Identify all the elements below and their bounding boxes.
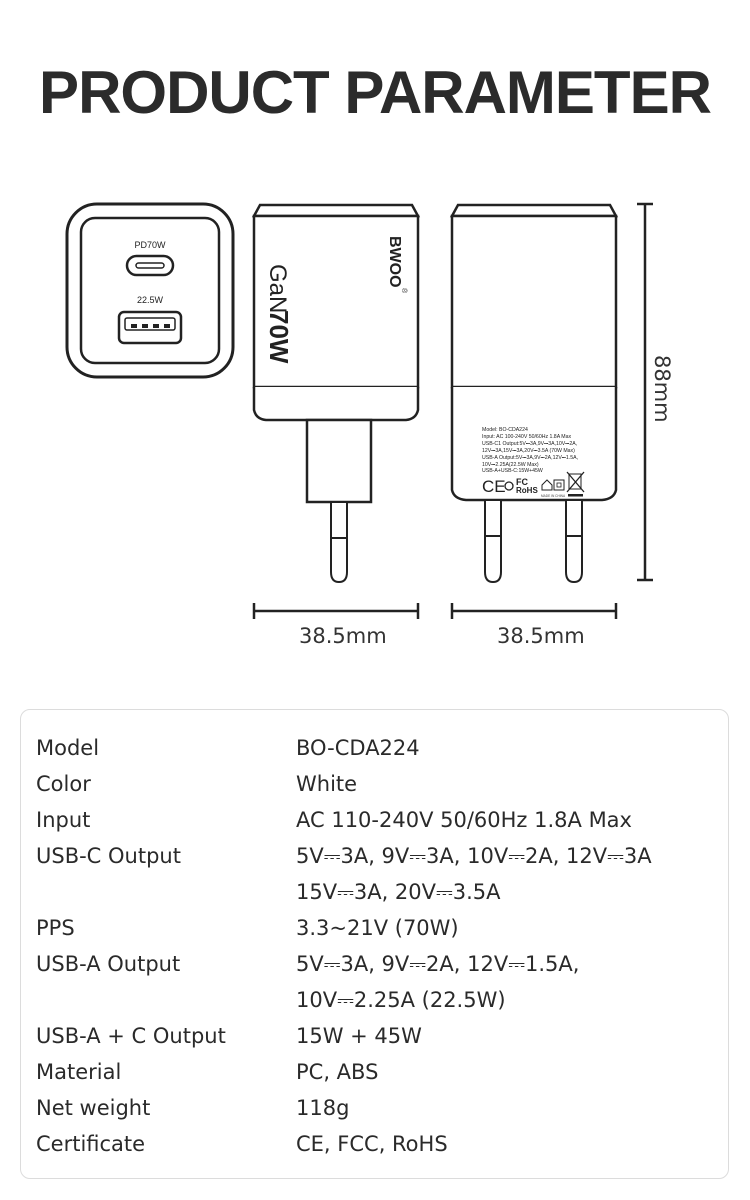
gan-text: GaN <box>264 264 291 313</box>
spec-value: 15W + 45W <box>296 1018 422 1054</box>
weee-bin-icon <box>566 471 585 497</box>
spec-label: Color <box>36 772 91 796</box>
spec-label: Material <box>36 1060 122 1084</box>
indoor-use-icon <box>541 479 553 491</box>
usb-c-port-icon <box>125 254 175 277</box>
spec-value-line: 5V⎓3A, 9V⎓2A, 12V⎓1.5A, <box>296 952 580 976</box>
spec-value-line: 10V⎓2.25A (22.5W) <box>296 988 506 1012</box>
width-dimension-label: 38.5mm <box>299 624 387 648</box>
product-diagram: PD70W 22.5W BWOO ® GaN 70W Mode <box>65 202 653 619</box>
spec-value-line: 15V⎓3A, 20V⎓3.5A <box>296 880 501 904</box>
spec-label: Net weight <box>36 1096 151 1120</box>
made-in-label: MADE IN CHINA <box>541 494 566 498</box>
registered-mark: ® <box>400 288 408 294</box>
double-insulation-icon <box>553 479 565 491</box>
fc-mark-icon: FC <box>516 477 528 487</box>
label-line: USB-A Output:5V⎓3A,9V⎓2A,12V⎓1.5A, <box>482 455 578 461</box>
label-line: 10V⎓2.25A(22.5W Max) <box>482 462 539 468</box>
front-view: PD70W 22.5W <box>65 202 235 379</box>
height-dimension-label: 88mm <box>650 355 674 423</box>
spec-value-line: 3.3~21V (70W) <box>296 916 459 940</box>
dimension-lines <box>252 202 653 619</box>
label-line: Input: AC 100-240V 50/60Hz 1.8A Max <box>482 434 572 440</box>
usb-a-label: 22.5W <box>137 295 164 305</box>
usb-a-port-icon <box>117 310 183 345</box>
power-text: 70W <box>264 310 294 364</box>
spec-label: Input <box>36 808 91 832</box>
spec-label: Model <box>36 736 100 760</box>
label-line: USB-C1 Output:5V⎓3A,9V⎓3A,10V⎓2A, <box>482 441 577 447</box>
spec-value: 5V⎓3A, 9V⎓2A, 12V⎓1.5A, 10V⎓2.25A (22.5W… <box>296 946 579 1018</box>
spec-value: AC 110-240V 50/60Hz 1.8A Max <box>296 802 632 838</box>
label-line: USB-A+USB-C:15W+45W <box>482 468 543 474</box>
spec-value-line: 118g <box>296 1096 350 1120</box>
recycle-icon <box>504 481 514 491</box>
spec-value-line: PC, ABS <box>296 1060 379 1084</box>
rohs-mark-icon: RoHS <box>516 486 538 495</box>
back-view: Model: BO-CDA224 Input: AC 100-240V 50/6… <box>449 203 619 584</box>
label-line: Model: BO-CDA224 <box>482 427 528 433</box>
spec-value: 3.3~21V (70W) <box>296 910 459 946</box>
spec-value-line: BO-CDA224 <box>296 736 420 760</box>
spec-value-line: AC 110-240V 50/60Hz 1.8A Max <box>296 808 632 832</box>
width-dimension-label: 38.5mm <box>497 624 585 648</box>
spec-label: USB-A Output <box>36 952 181 976</box>
spec-value: PC, ABS <box>296 1054 378 1090</box>
spec-label: USB-C Output <box>36 844 181 868</box>
ce-mark-icon: CE <box>482 477 506 496</box>
spec-value-line: CE, FCC, RoHS <box>296 1132 448 1156</box>
brand-logo: BWOO <box>386 236 403 288</box>
spec-table: Model BO-CDA224 Color White Input AC 110… <box>20 709 729 1179</box>
label-text-block: Model: BO-CDA224 Input: AC 100-240V 50/6… <box>482 427 578 474</box>
side-view: BWOO ® GaN 70W <box>251 203 421 584</box>
spec-value: White <box>296 766 357 802</box>
spec-value: BO-CDA224 <box>296 730 420 766</box>
spec-label: Certificate <box>36 1132 146 1156</box>
spec-value: 118g <box>296 1090 349 1126</box>
spec-label: PPS <box>36 916 75 940</box>
label-line: 12V⎓3A,15V⎓3A,20V⎓3.5A (70W Max) <box>482 448 575 454</box>
spec-value-line: 15W + 45W <box>296 1024 422 1048</box>
spec-value-line: White <box>296 772 358 796</box>
spec-label: USB-A + C Output <box>36 1024 226 1048</box>
page-title: PRODUCT PARAMETER <box>39 59 712 126</box>
spec-value-line: 5V⎓3A, 9V⎓3A, 10V⎓2A, 12V⎓3A <box>296 844 652 868</box>
spec-value: CE, FCC, RoHS <box>296 1126 448 1162</box>
spec-value: 5V⎓3A, 9V⎓3A, 10V⎓2A, 12V⎓3A 15V⎓3A, 20V… <box>296 838 652 910</box>
pd-label: PD70W <box>134 240 166 250</box>
